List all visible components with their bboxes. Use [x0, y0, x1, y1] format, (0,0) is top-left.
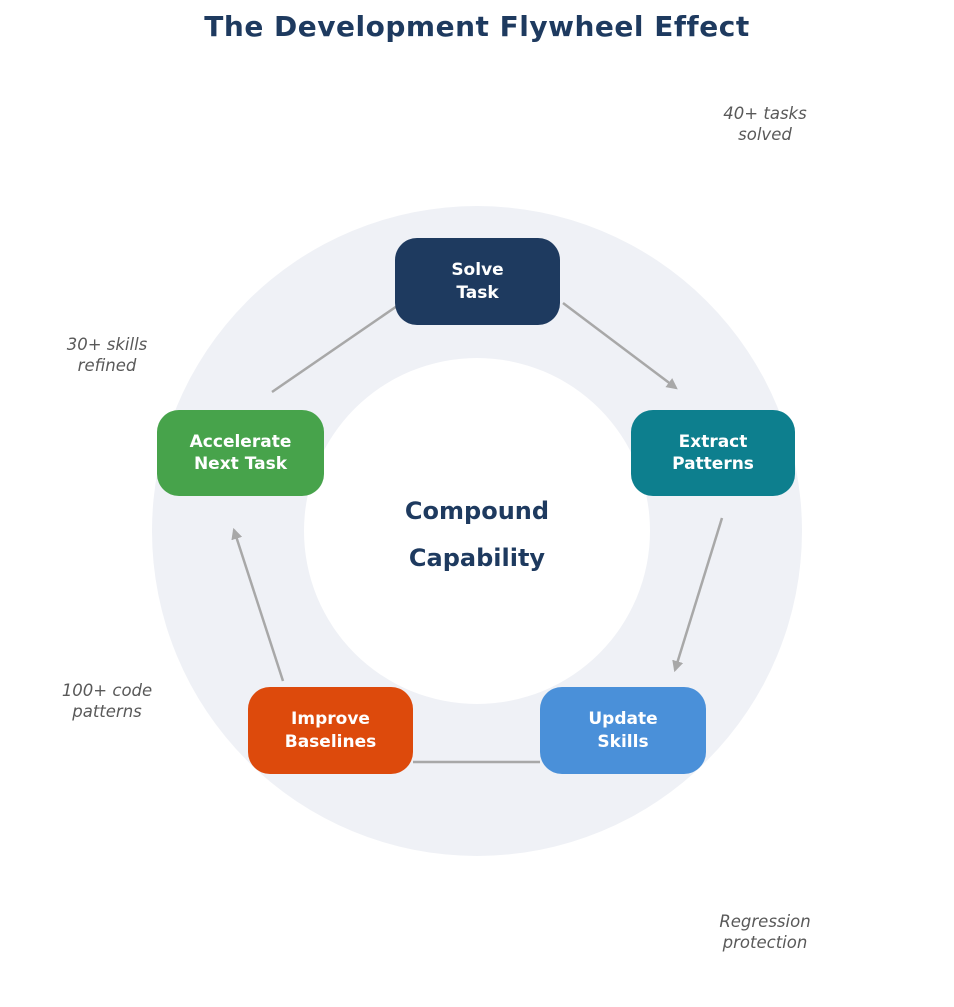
center-label-line1: Compound — [404, 497, 550, 525]
annotation-skills-refined: 30+ skills refined — [66, 335, 148, 375]
annotation-tasks-solved: 40+ tasks solved — [723, 104, 807, 144]
annotation-code-patterns: 100+ code patterns — [61, 681, 153, 721]
node-extract-patterns: Extract Patterns — [631, 410, 795, 496]
node-improve-baselines: Improve Baselines — [248, 687, 413, 774]
flywheel-ring-hole — [304, 358, 650, 704]
node-solve-task: Solve Task — [395, 238, 560, 325]
node-update-skills: Update Skills — [540, 687, 706, 774]
node-accelerate-next-task: Accelerate Next Task — [157, 410, 324, 496]
page-title: The Development Flywheel Effect — [204, 10, 750, 43]
center-label-line2: Capability — [408, 544, 546, 572]
annotation-regression-protection: Regression protection — [719, 912, 811, 952]
